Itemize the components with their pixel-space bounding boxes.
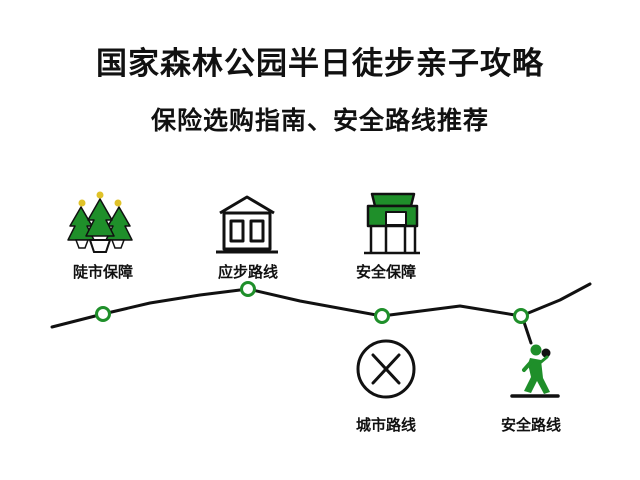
route-connector — [522, 320, 533, 345]
waypoint-3 — [374, 308, 390, 324]
node-label-2: 应步路线 — [217, 263, 279, 281]
cross-circle-icon — [356, 339, 416, 399]
trees-icon — [67, 191, 133, 253]
page-title: 国家森林公园半日徒步亲子攻略 — [96, 46, 544, 82]
node-label-5: 安全路线 — [500, 416, 562, 434]
node-label-4: 城市路线 — [355, 416, 417, 434]
page-subtitle: 保险选购指南、安全路线推荐 — [150, 106, 489, 135]
node-label-1: 陡市保障 — [72, 263, 134, 281]
waypoint-1 — [95, 306, 111, 322]
node-label-3: 安全保障 — [355, 263, 417, 281]
route-line — [50, 282, 592, 329]
hiker-icon — [510, 344, 560, 398]
waypoint-2 — [240, 281, 256, 297]
building-icon — [216, 195, 278, 254]
booth-icon — [364, 192, 420, 255]
waypoint-4 — [513, 308, 529, 324]
